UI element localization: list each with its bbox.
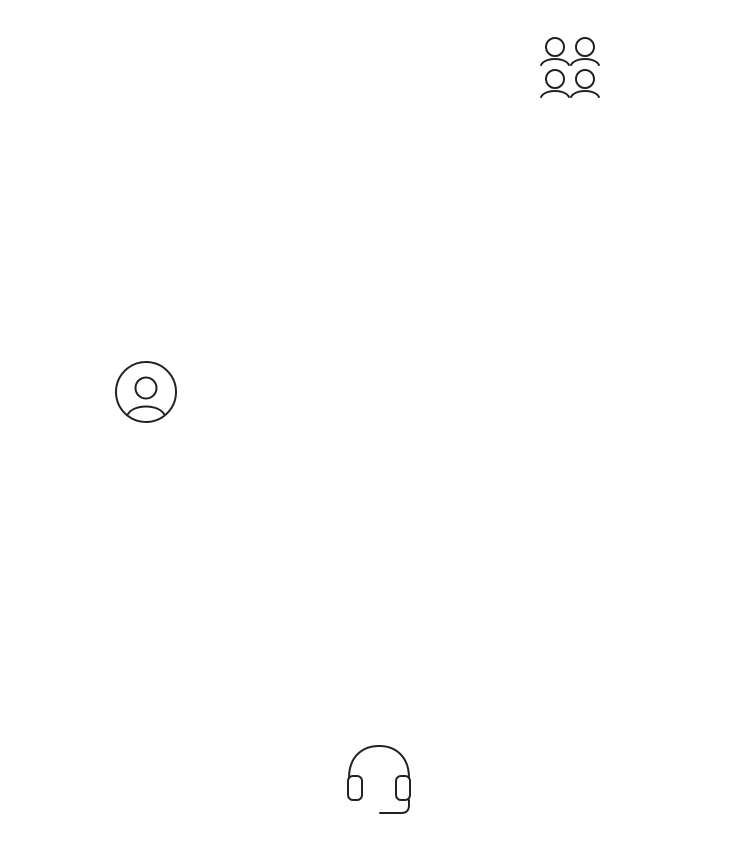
group-icon (538, 36, 604, 102)
headset-icon[interactable] (345, 744, 413, 816)
user-circle-icon[interactable] (114, 360, 178, 424)
